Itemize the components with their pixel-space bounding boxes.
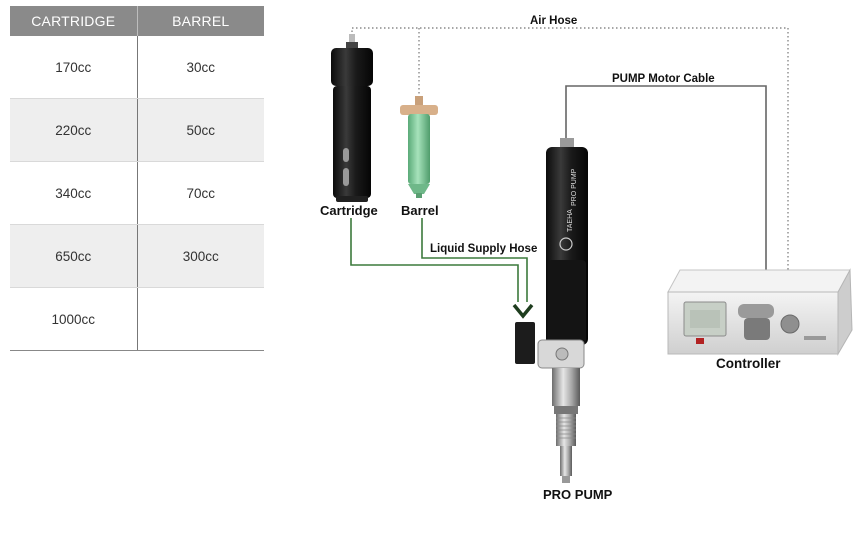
capacity-table: CARTRIDGE BARREL 170cc 30cc 220cc 50cc 3… <box>10 6 264 351</box>
pump-model-text: PRO PUMP <box>571 168 578 206</box>
table-row: 1000cc <box>10 287 264 351</box>
header-barrel: BARREL <box>137 6 264 36</box>
barrel-cell: 50cc <box>137 98 264 162</box>
barrel-label: Barrel <box>401 203 439 218</box>
controller-label: Controller <box>716 356 781 371</box>
liquid-supply-hose-label: Liquid Supply Hose <box>430 243 537 255</box>
table-header-row: CARTRIDGE BARREL <box>10 6 264 36</box>
cartridge-cell: 170cc <box>10 36 138 99</box>
cartridge-cell: 1000cc <box>10 287 138 351</box>
table-row: 340cc 70cc <box>10 161 264 225</box>
table-row: 170cc 30cc <box>10 36 264 99</box>
pro-pump-label: PRO PUMP <box>543 487 613 502</box>
air-hose-label: Air Hose <box>530 15 577 27</box>
controller-icon <box>667 268 853 356</box>
pro-pump-icon: TAEHA PRO PUMP <box>515 138 588 483</box>
table-row: 650cc 300cc <box>10 224 264 288</box>
pump-motor-cable <box>565 85 767 272</box>
barrel-icon <box>400 96 438 198</box>
barrel-cell: 300cc <box>137 224 264 288</box>
pump-brand-text: TAEHA <box>567 209 574 232</box>
barrel-cell <box>137 287 264 351</box>
liquid-supply-hose <box>350 218 528 302</box>
cartridge-cell: 650cc <box>10 224 138 288</box>
cartridge-cell: 220cc <box>10 98 138 162</box>
header-cartridge: CARTRIDGE <box>10 6 138 36</box>
barrel-cell: 70cc <box>137 161 264 225</box>
pump-motor-cable-label: PUMP Motor Cable <box>612 73 715 85</box>
barrel-cell: 30cc <box>137 36 264 99</box>
inlet-arrow-icon <box>512 303 534 319</box>
cartridge-label: Cartridge <box>320 203 378 218</box>
cartridge-icon <box>331 34 373 202</box>
table-row: 220cc 50cc <box>10 98 264 162</box>
cartridge-cell: 340cc <box>10 161 138 225</box>
